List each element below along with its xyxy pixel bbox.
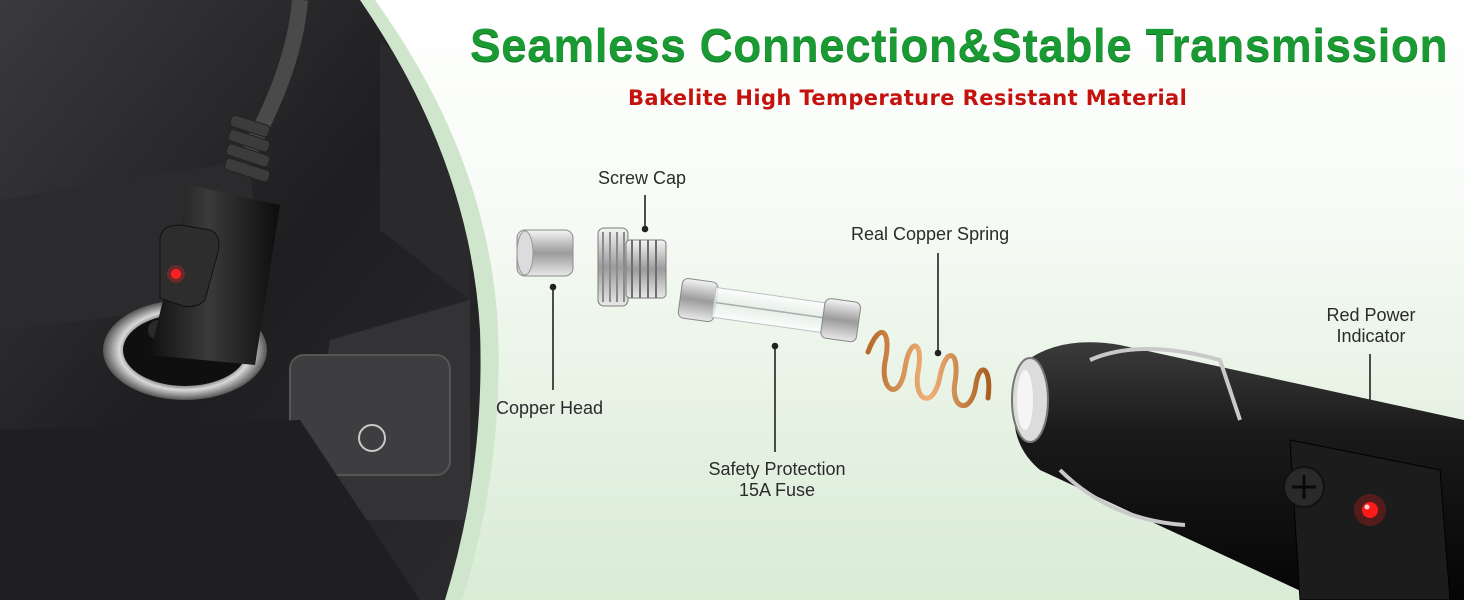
red-led-indicator — [1354, 494, 1386, 526]
fuse-label-line2: 15A Fuse — [738, 480, 816, 500]
fuse-label: Safety Protection 15A Fuse — [702, 459, 852, 501]
copper-spring-label: Real Copper Spring — [851, 224, 1010, 244]
cigarette-plug-body — [1011, 342, 1464, 600]
copper-head-part — [516, 229, 574, 277]
indicator-label-line2: Indicator — [1336, 326, 1406, 346]
phillips-screw-icon — [1283, 466, 1325, 508]
screw-cap-label: Screw Cap — [598, 168, 687, 188]
fuse-label-line1: Safety Protection — [708, 459, 846, 479]
indicator-label-line1: Red Power — [1326, 305, 1416, 325]
page-title: Seamless Connection&Stable Transmission — [470, 19, 1449, 71]
copper-spring-part — [865, 329, 992, 408]
page-subtitle: Bakelite High Temperature Resistant Mate… — [628, 86, 1188, 110]
copper-head-label: Copper Head — [496, 398, 604, 418]
screw-cap-part — [597, 227, 667, 307]
fuse-part — [677, 278, 862, 343]
indicator-label: Red Power Indicator — [1320, 305, 1422, 347]
